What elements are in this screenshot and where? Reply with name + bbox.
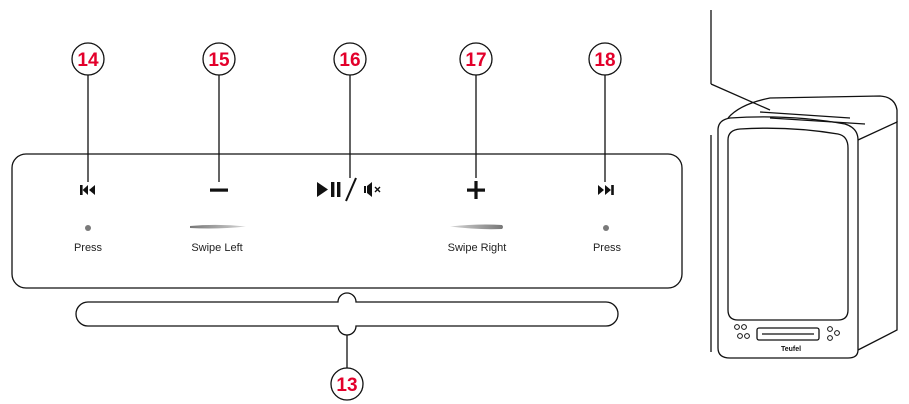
skip-previous-icon: [80, 185, 95, 195]
touch-panel: [11, 153, 683, 289]
svg-text:14: 14: [77, 50, 99, 71]
swipe-right-indicator: [450, 224, 503, 230]
speaker-buttons-right: [827, 326, 840, 341]
speaker-buttons-left: [734, 324, 750, 339]
play-pause-icon: [317, 182, 341, 197]
plus-icon: [467, 181, 485, 199]
svg-text:15: 15: [208, 50, 230, 71]
callout-14: 14: [71, 42, 105, 76]
minus-icon: [210, 188, 228, 192]
swipe-right-label: Swipe Right: [448, 242, 507, 254]
mute-icon: [364, 182, 381, 197]
callout-15: 15: [202, 42, 236, 76]
callout-18: 18: [588, 42, 622, 76]
svg-text:13: 13: [336, 375, 357, 396]
callout-16: 16: [333, 42, 367, 76]
svg-text:18: 18: [594, 50, 615, 71]
press-dot-next: [603, 225, 609, 231]
speaker-brand-logo: Teufel: [781, 346, 801, 353]
slash-divider: [345, 177, 357, 202]
svg-text:16: 16: [339, 50, 360, 71]
callout-17: 17: [459, 42, 493, 76]
press-label-next: Press: [593, 242, 622, 254]
svg-text:17: 17: [465, 50, 486, 71]
touch-strip: [75, 292, 619, 336]
swipe-left-indicator: [190, 224, 246, 229]
callout-13: 13: [330, 367, 364, 401]
press-dot-prev: [85, 225, 91, 231]
press-label-prev: Press: [74, 242, 103, 254]
skip-next-icon: [598, 185, 614, 195]
speaker-illustration: [710, 10, 898, 359]
swipe-left-label: Swipe Left: [191, 242, 242, 254]
